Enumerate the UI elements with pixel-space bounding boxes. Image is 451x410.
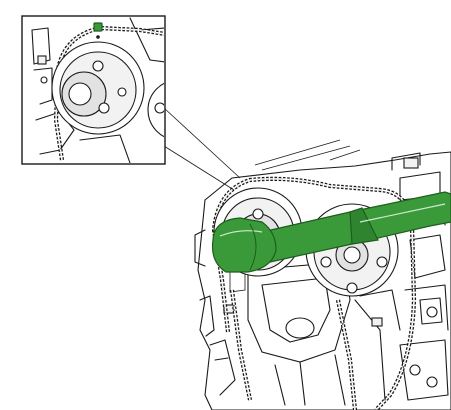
- sprocket-bolt: [320, 256, 332, 268]
- sprocket-bolt: [98, 102, 110, 114]
- wrench-icon: [211, 191, 451, 273]
- timing-mark: [93, 22, 103, 32]
- timing-chain: [211, 176, 417, 410]
- detail-inset: [21, 15, 166, 165]
- sprocket-bolt: [252, 208, 264, 220]
- sprocket-bolt: [376, 256, 388, 268]
- magnifier-leader-lines: [163, 107, 241, 191]
- sprocket-bolt: [346, 282, 358, 294]
- sprocket-bolt: [92, 60, 104, 72]
